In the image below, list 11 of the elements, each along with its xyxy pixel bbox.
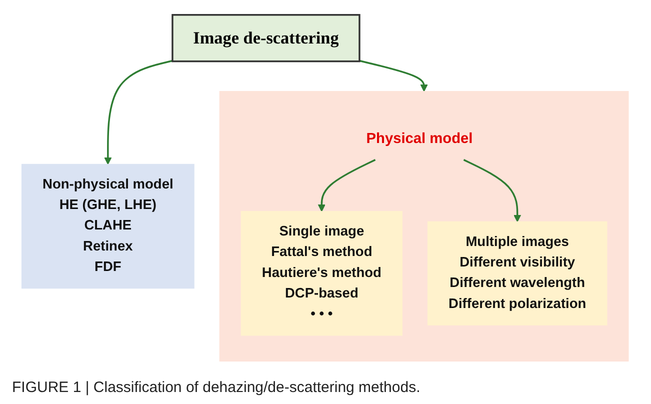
arrow <box>464 158 522 222</box>
arrow <box>318 158 376 212</box>
figure-caption: FIGURE 1 | Classification of dehazing/de-scattering methods. <box>11 378 422 398</box>
cluster <box>220 90 630 362</box>
node-box: Image de-scattering <box>172 14 361 62</box>
node-box: Single image Fattal's method Hautiere's method DCP-based • • • <box>241 210 403 336</box>
arrow <box>360 59 428 92</box>
node-text: Physical model <box>366 130 474 146</box>
arrow <box>104 59 174 164</box>
node-box: Multiple images Different visibility Different wavelength Different polarization <box>428 220 608 325</box>
node-box: Non-physical model HE (GHE, LHE) CLAHE Retinex FDF <box>22 163 195 288</box>
